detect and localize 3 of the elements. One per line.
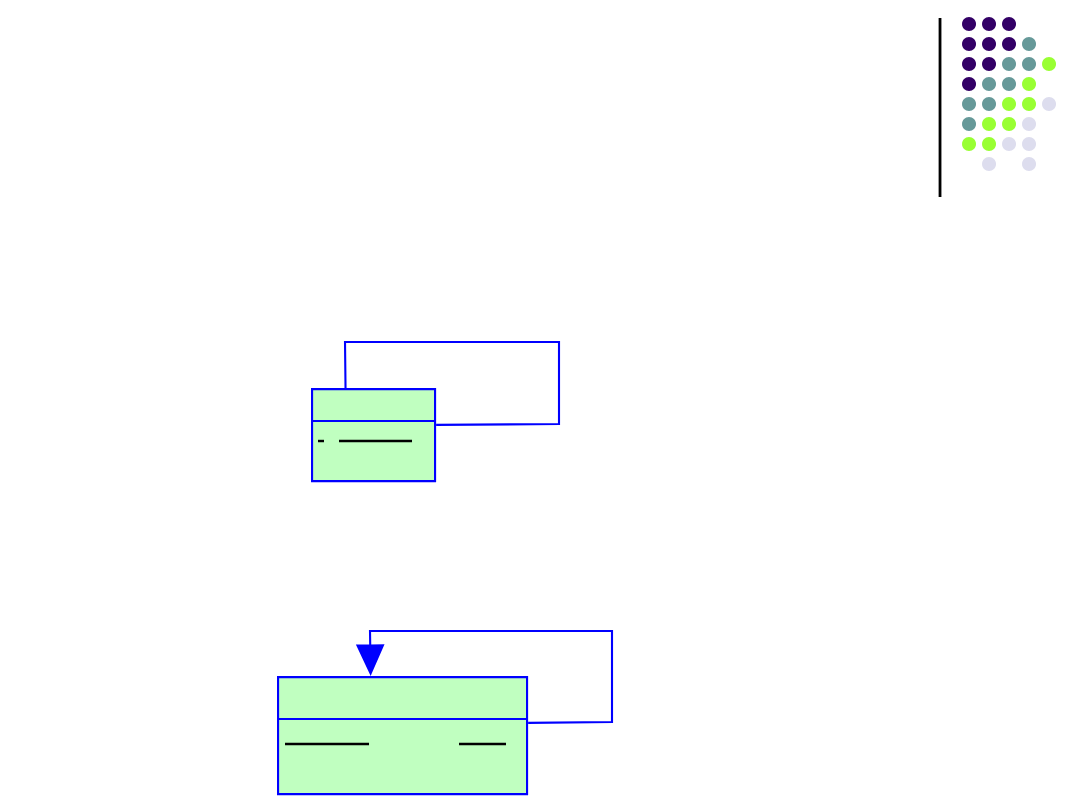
class-box — [311, 388, 437, 483]
class-box — [277, 676, 529, 796]
self-association-line — [343, 340, 561, 426]
